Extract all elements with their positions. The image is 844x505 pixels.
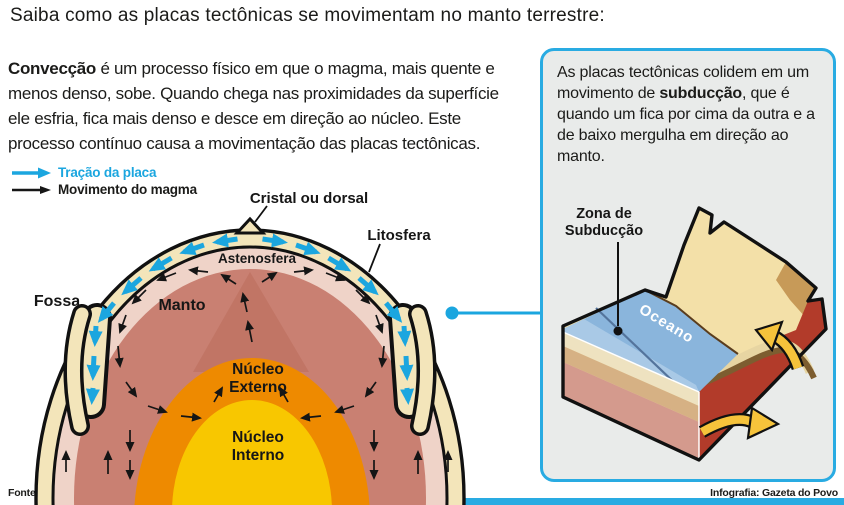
subduction-text-post: , que é quando um fica por cima da outra… [557, 85, 815, 165]
plate-flap-right [408, 304, 437, 436]
manto-label: Manto [158, 297, 205, 314]
connector-dot [445, 306, 459, 320]
legend-row-magma: Movimento do magma [10, 181, 197, 198]
subduction-info-box: As placas tectônicas colidem em um movim… [540, 48, 836, 482]
crest-pointer [254, 205, 268, 223]
crest-label: Cristal ou dorsal [250, 190, 368, 207]
subduction-text: As placas tectônicas colidem em um movim… [557, 62, 819, 167]
intro-lead: Convecção [8, 59, 97, 78]
legend-plate-label: Tração da placa [58, 165, 157, 180]
blue-arrow-icon [12, 167, 51, 178]
black-arrow-icon [12, 185, 51, 194]
mantle-plume [193, 272, 309, 372]
subduction-text-bold: subducção [659, 85, 743, 102]
plate-traction-arrows [85, 233, 415, 405]
legend-row-plate: Tração da placa [10, 164, 197, 181]
outer-core [134, 358, 370, 505]
trench-right [388, 303, 424, 419]
inner-core-label-2: Interno [232, 447, 285, 464]
litosfera-pointer [368, 243, 381, 273]
bottom-accent-bar [62, 498, 844, 505]
legend-magma-label: Movimento do magma [58, 182, 197, 197]
connector [445, 306, 540, 320]
astenosfera-label: Astenosfera [218, 251, 297, 266]
intro-text: é um processo físico em que o magma, mai… [8, 59, 499, 153]
subduction-text-pre: As placas tectônicas colidem em um movim… [557, 64, 809, 102]
page-title: Saiba como as placas tectônicas se movim… [10, 5, 605, 26]
intro-paragraph: Convecção é um processo físico em que o … [8, 56, 524, 156]
litosfera-label: Litosfera [367, 227, 431, 244]
earth-cross-section: Cristal ou dorsal Litosfera Astenosfera … [34, 190, 466, 505]
magma-convection-arrows [61, 266, 453, 480]
plate-flap-left [63, 304, 92, 436]
inner-core-label-1: Núcleo [232, 429, 284, 446]
infographic-credit: Infografia: Gazeta do Povo [710, 487, 838, 499]
ridge-bump [233, 216, 267, 235]
legend: Tração da placa Movimento do magma [10, 164, 197, 198]
outer-core-label-1: Núcleo [232, 361, 284, 378]
trench-left [76, 303, 112, 419]
fossa-label: Fossa [34, 293, 80, 310]
outer-core-label-2: Externo [229, 379, 287, 396]
